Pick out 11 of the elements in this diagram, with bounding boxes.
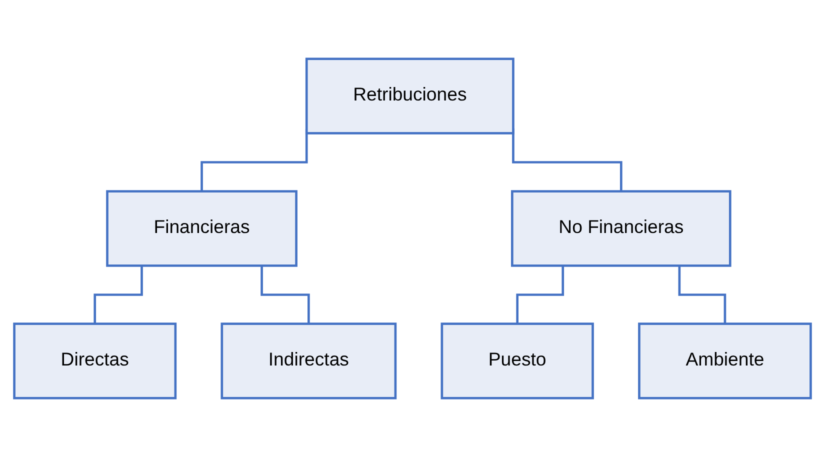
- node-box: Indirectas: [220, 322, 397, 400]
- connector: [678, 266, 726, 325]
- node-box: Ambiente: [638, 322, 812, 400]
- node-box: No Financieras: [511, 190, 732, 267]
- connector: [260, 266, 310, 325]
- node-box: Financieras: [106, 190, 298, 267]
- node-box: Retribuciones: [305, 58, 514, 134]
- node-box: Directas: [13, 322, 177, 400]
- node-box: Puesto: [440, 322, 594, 400]
- connector: [516, 266, 564, 325]
- connector: [94, 266, 143, 325]
